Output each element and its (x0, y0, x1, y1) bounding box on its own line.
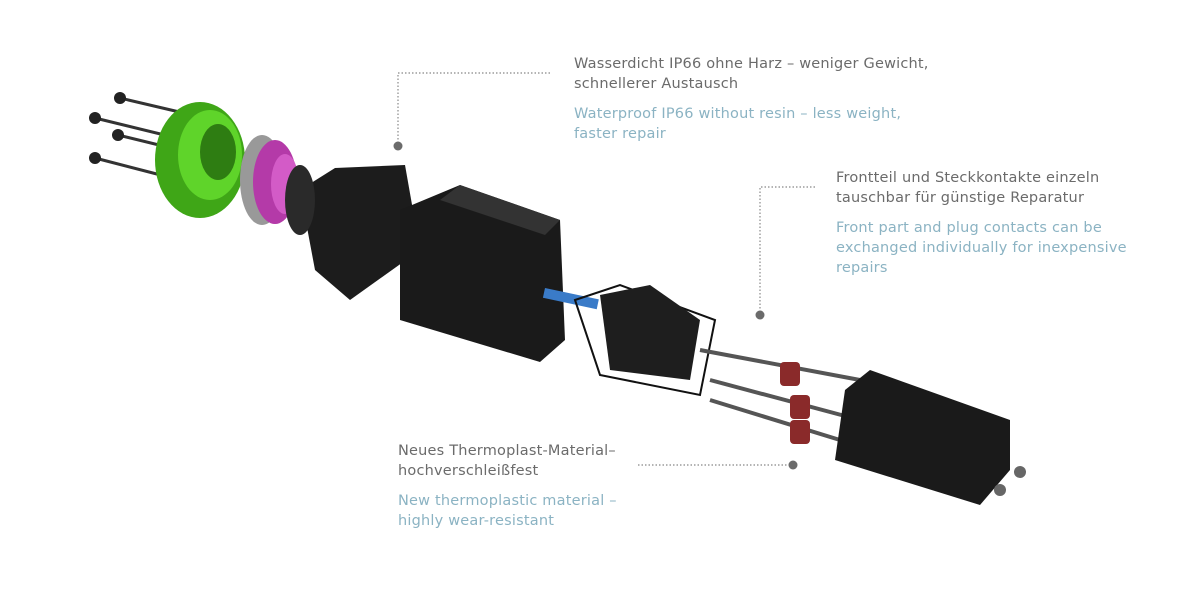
callout-en-line: New thermoplastic material – (398, 493, 617, 509)
callout-dot (393, 141, 403, 151)
callout-en-line: faster repair (574, 126, 666, 142)
callout-de-line: tauschbar für günstige Reparatur (836, 190, 1085, 206)
callout-de-line: Frontteil und Steckkontakte einzeln (836, 170, 1100, 186)
callout-en-line: Waterproof IP66 without resin – less wei… (574, 106, 902, 122)
rear-housing (285, 165, 420, 300)
callout-de-line: Neues Thermoplast-Material– (398, 443, 616, 459)
callout-en-line: exchanged individually for inexpensive (836, 240, 1127, 256)
callout-en-line: repairs (836, 260, 888, 276)
callout-en-line: Front part and plug contacts can be (836, 220, 1102, 236)
contact-carrier (573, 283, 717, 397)
plug-contacts (699, 348, 861, 442)
callout-waterproof: Wasserdicht IP66 ohne Harz – weniger Gew… (574, 54, 929, 144)
leader-lines (397, 72, 815, 466)
callout-en-line: highly wear-resistant (398, 513, 555, 529)
callout-de-line: schnellerer Austausch (574, 76, 739, 92)
front-housing (835, 370, 1026, 505)
callout-de-line: Wasserdicht IP66 ohne Harz – weniger Gew… (574, 56, 929, 72)
callout-replaceable-parts: Frontteil und Steckkontakte einzeln tausc… (836, 168, 1127, 278)
green-seal-ring (155, 102, 245, 218)
main-housing (400, 185, 599, 362)
callout-de-line: hochverschleißfest (398, 463, 539, 479)
callout-dot (788, 460, 798, 470)
callout-thermoplastic: Neues Thermoplast-Material– hochverschlei… (398, 441, 617, 531)
callout-dot (755, 310, 765, 320)
